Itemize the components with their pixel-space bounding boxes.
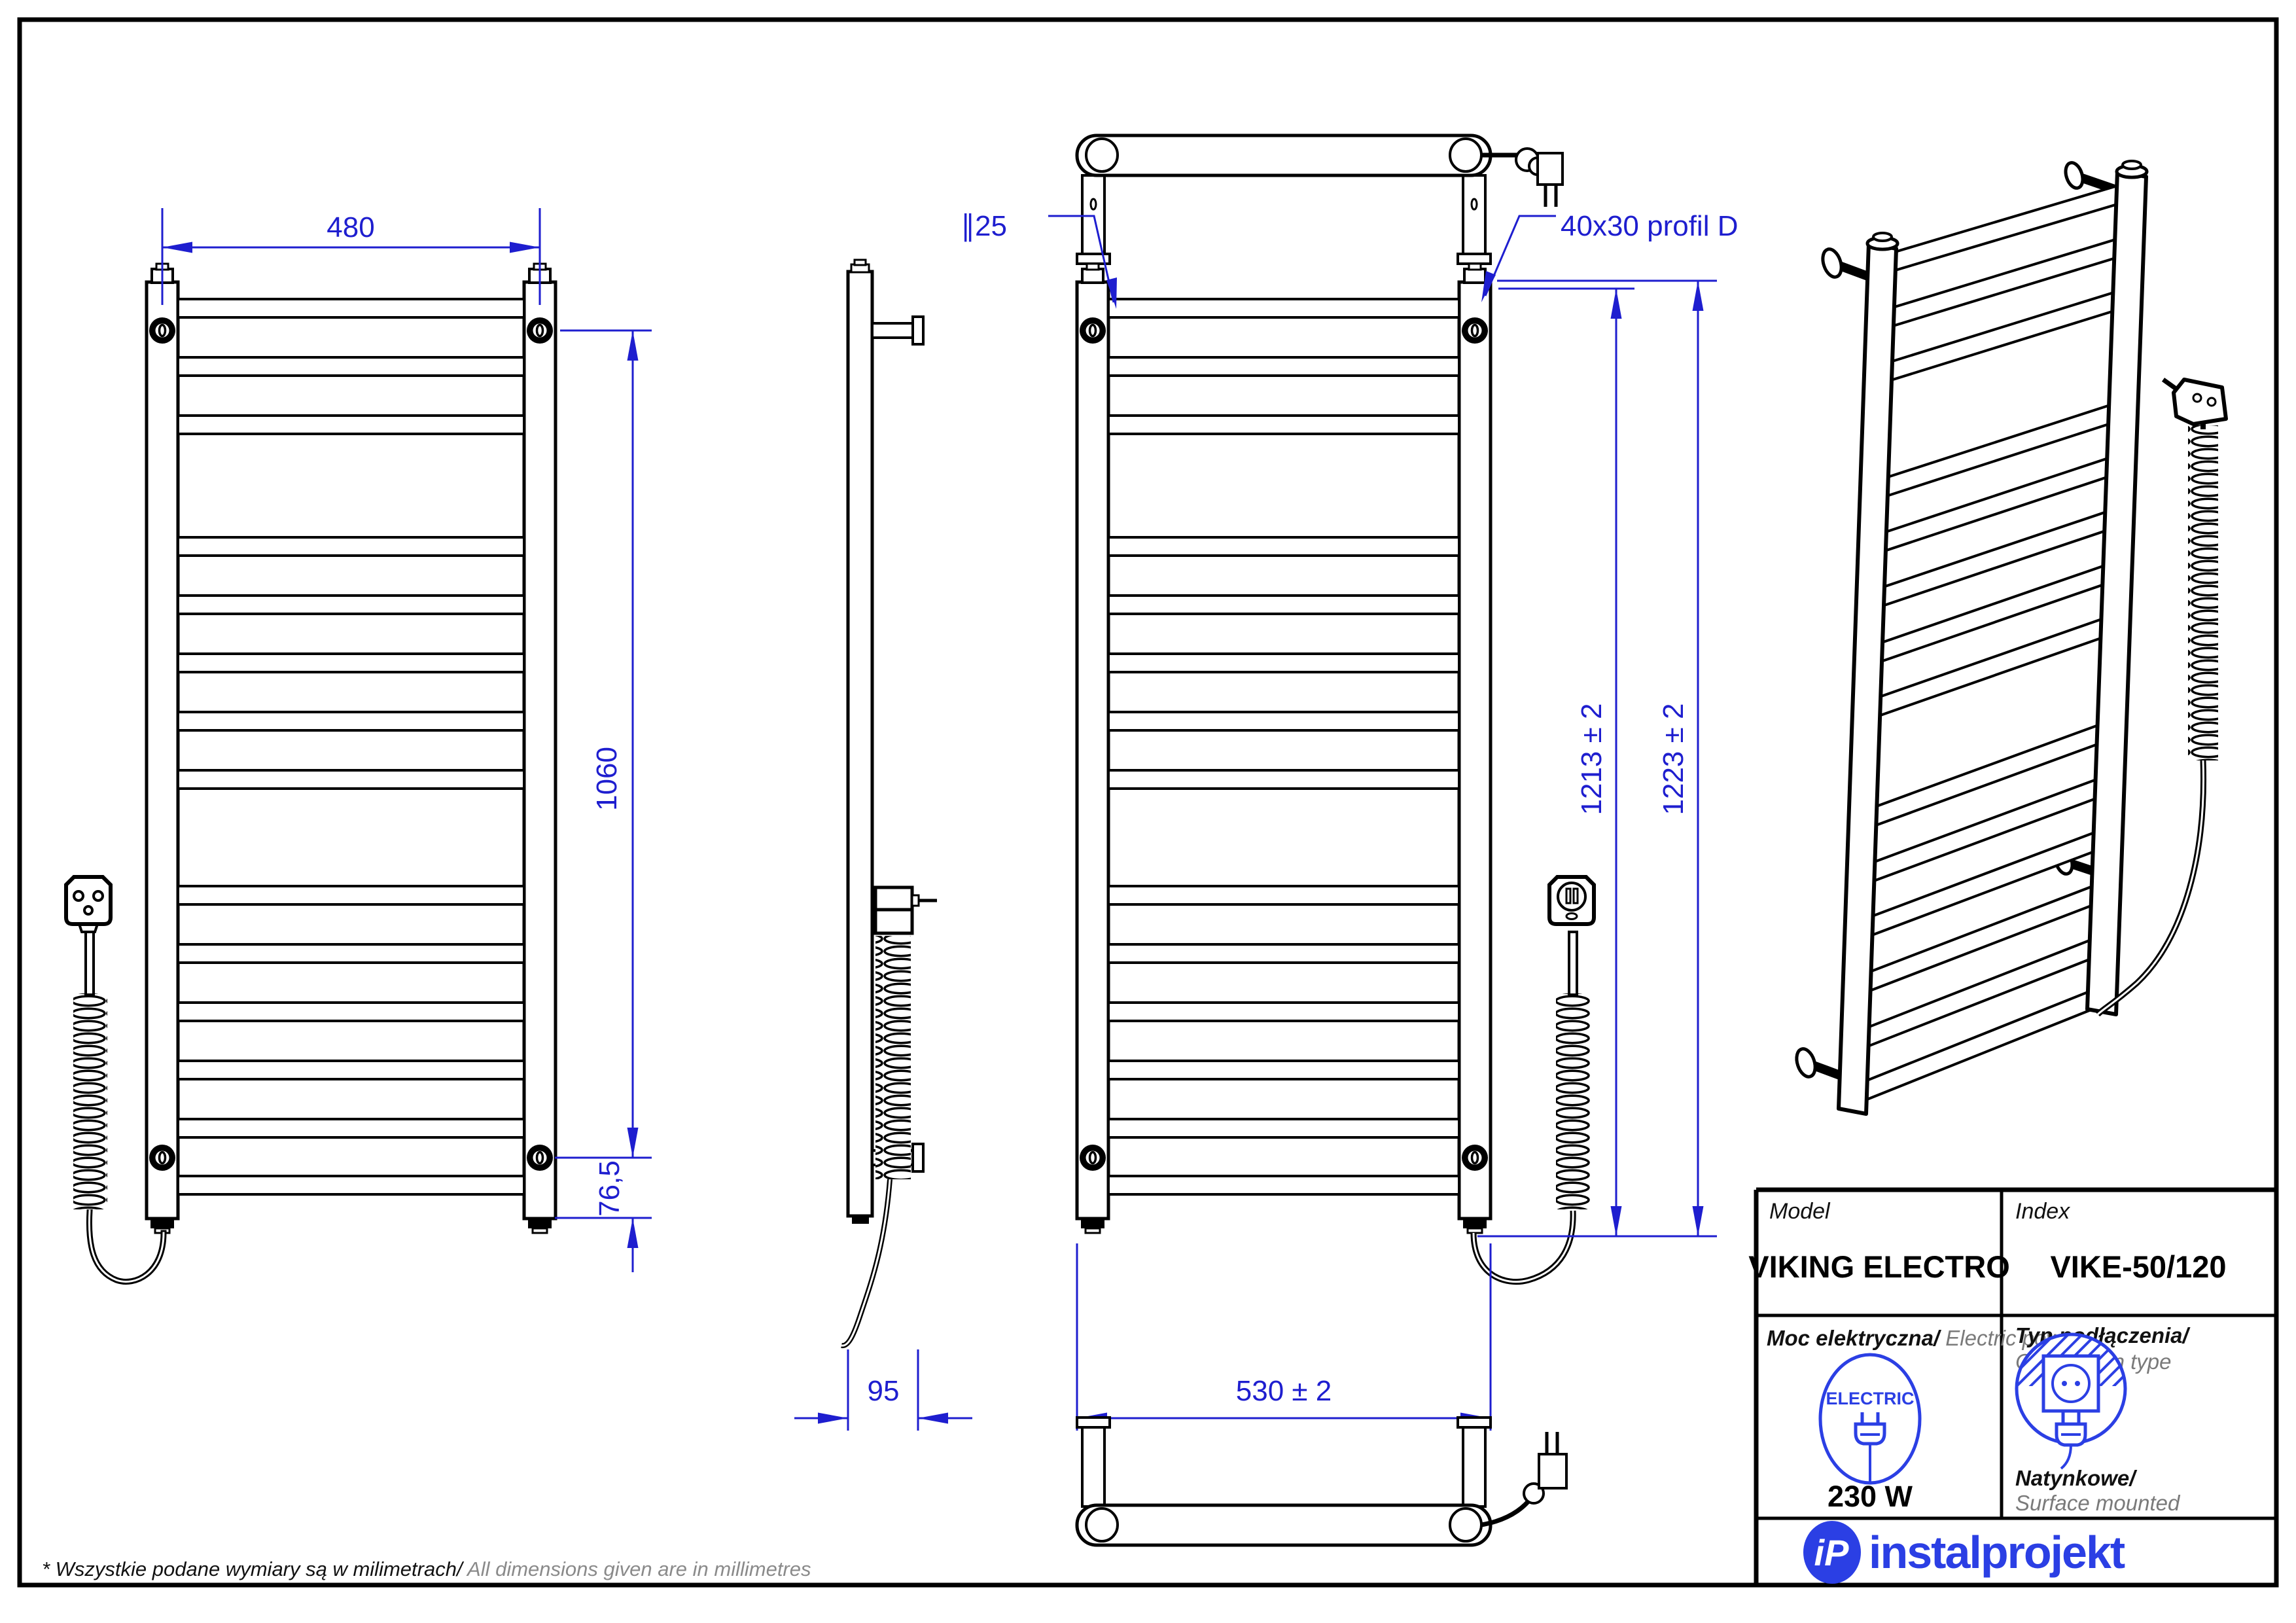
dim-95: 95: [868, 1375, 900, 1407]
plug-side-icon: [874, 885, 914, 912]
dim-1223: 1223 ± 2: [1657, 704, 1689, 815]
logo-mark: [1803, 1521, 1861, 1584]
dim-tube-diameter: ∥25: [961, 210, 1007, 242]
front-view-2-dimensions: 1213 ± 2 1223 ± 2 530 ± 2: [1076, 279, 1717, 1431]
perspective-view: [1795, 160, 2228, 1116]
dim-530: 530 ± 2: [1236, 1375, 1332, 1407]
bottom-plan-view: [1075, 1416, 1568, 1547]
bracket-arm-top: [871, 322, 914, 339]
dim-480: 480: [327, 211, 374, 243]
wall-bracket-icons: [148, 316, 554, 1172]
index-value: VIKE-50/120: [2050, 1249, 2226, 1284]
power-value: 230 W: [1828, 1480, 1913, 1513]
top-plan-view: [1075, 134, 1564, 265]
front-view-toleranced: [1075, 262, 1596, 1285]
coiled-cable: [73, 993, 107, 1209]
side-view: [841, 259, 937, 1349]
front-view-dimensions: 480 1060 76,5: [161, 208, 652, 1272]
coiled-cable-side: [875, 936, 911, 1179]
coiled-cable-3d: [2188, 425, 2218, 760]
logo-text: instalprojekt: [1869, 1527, 2125, 1578]
heater-element-plan: [1481, 147, 1564, 207]
plug-icon: [64, 875, 113, 926]
mounting-en: Surface mounted: [2015, 1491, 2181, 1515]
power-cable-side: [841, 885, 937, 1349]
electric-badge-icon: ELECTRIC: [1818, 1353, 1922, 1485]
footer-note: * Wszystkie podane wymiary są w milimetr…: [42, 1558, 811, 1580]
dim-1213: 1213 ± 2: [1576, 704, 1608, 815]
heater-element-plan-bottom: [1481, 1432, 1568, 1527]
model-value: VIKING ELECTRO: [1748, 1249, 2010, 1284]
instalprojekt-logo: iP instalprojekt: [1803, 1521, 2127, 1584]
model-label: Model: [1769, 1199, 1831, 1224]
electric-badge-text: ELECTRIC: [1826, 1389, 1915, 1408]
title-block: Model VIKING ELECTRO Index VIKE-50/120 M…: [1748, 1187, 2276, 1585]
mounting-pl: Natynkowe/: [2015, 1466, 2138, 1490]
power-cable-front-2: [1470, 875, 1596, 1285]
side-view-dimensions: 95: [794, 1349, 972, 1431]
logo-monogram: iP: [1814, 1532, 1850, 1573]
index-label: Index: [2015, 1199, 2070, 1224]
front-view: [64, 262, 557, 1285]
dim-profile: 40x30 profil D: [1561, 210, 1738, 242]
dim-76-5: 76,5: [593, 1160, 626, 1217]
power-cable-3d: [2095, 378, 2228, 1017]
coiled-cable-2: [1556, 993, 1590, 1209]
surface-mounted-icon: [2015, 1332, 2127, 1470]
power-label: Moc elektryczna/ Electric power: [1767, 1326, 2083, 1350]
page-border: [17, 17, 2279, 1588]
power-cable-front: [64, 875, 167, 1285]
front-rungs-2: [1107, 298, 1460, 1196]
front-rungs: [177, 298, 525, 1196]
dim-1060: 1060: [591, 747, 623, 811]
leader-annotations: ∥25 40x30 profil D: [961, 210, 1738, 309]
